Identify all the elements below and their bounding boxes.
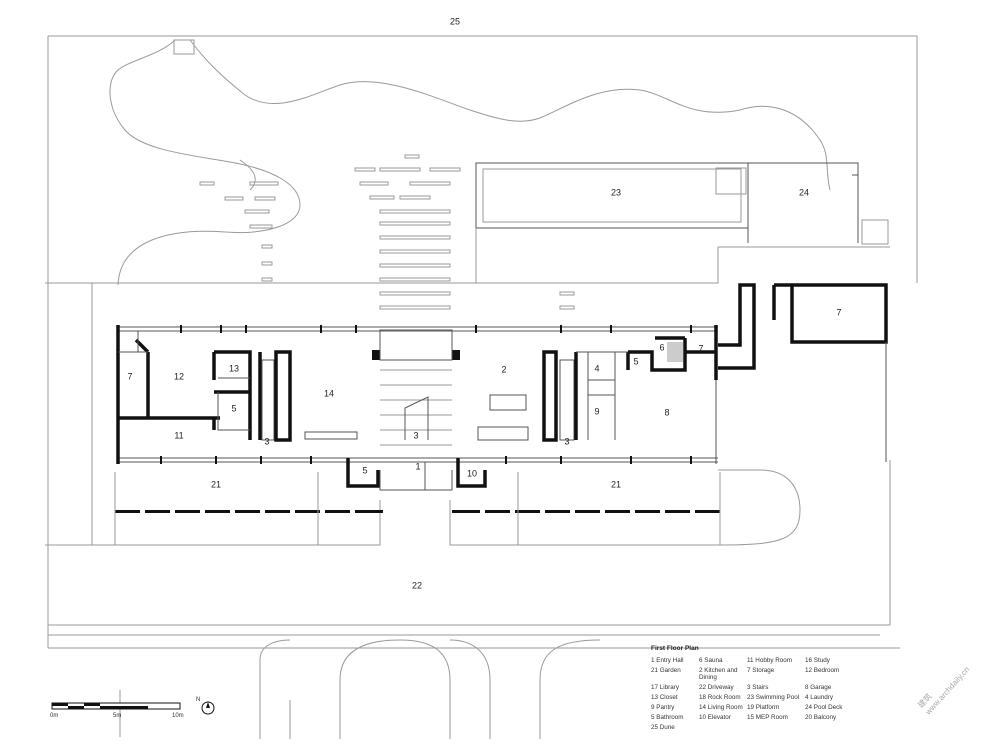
legend-item: 7 Storage — [747, 667, 775, 674]
legend-item: 18 Rock Room — [699, 694, 741, 701]
legend-item: 12 Bedroom — [805, 667, 840, 674]
label-living-room: 14 — [324, 388, 334, 398]
legend-item: 4 Laundry — [805, 694, 834, 701]
driveway — [47, 460, 900, 649]
legend-item: 17 Library — [651, 684, 680, 691]
pool-deck — [747, 162, 859, 243]
legend-item: 11 Hobby Room — [747, 657, 793, 664]
legend-item: 20 Balcony — [805, 714, 837, 721]
label-kitchen-dining: 2 — [501, 364, 506, 374]
room-labels: 25 23 24 7 7 12 13 14 2 4 6 5 7 5 9 8 11… — [127, 16, 841, 590]
label-laundry: 4 — [594, 363, 599, 373]
label-storage-west: 7 — [127, 371, 132, 381]
legend-item: 21 Garden — [651, 667, 681, 674]
legend-item: 2 Kitchen and Dining — [699, 667, 738, 681]
label-stairs-center: 3 — [413, 430, 418, 440]
legend-item: 3 Stairs — [747, 684, 769, 691]
balcony-beams — [115, 509, 720, 514]
scale-bar — [51, 702, 181, 710]
label-stairs-west: 3 — [264, 436, 269, 446]
label-storage-mid: 7 — [698, 343, 703, 353]
label-stairs-east: 3 — [564, 436, 569, 446]
storage-building — [718, 283, 888, 370]
site-boundary — [47, 35, 918, 648]
label-mep: 5 — [362, 465, 367, 475]
label-pool-deck: 24 — [799, 187, 809, 197]
legend-item: 25 Dune — [651, 724, 675, 731]
label-hobby-room: 11 — [174, 430, 183, 440]
label-pantry: 9 — [594, 406, 599, 416]
legend-item: 24 Pool Deck — [805, 704, 843, 711]
legend-item: 6 Sauna — [699, 657, 723, 664]
legend: 1 Entry Hall 6 Sauna 11 Hobby Room 16 St… — [651, 657, 865, 731]
label-bathroom-east: 5 — [633, 356, 638, 366]
label-dune: 25 — [450, 16, 460, 26]
legend-item: 13 Closet — [651, 694, 678, 701]
legend-item: 1 Entry Hall — [651, 657, 684, 664]
north-label: N — [196, 697, 201, 703]
scale-label-5: 5m — [113, 713, 122, 719]
legend-item: 16 Study — [805, 657, 830, 664]
dune-outline — [109, 39, 301, 286]
stepping-stones — [173, 39, 575, 310]
legend-title: First Floor Plan — [651, 645, 699, 652]
label-elevator: 10 — [467, 468, 477, 478]
north-arrow-icon — [201, 701, 215, 715]
legend-item: 9 Pantry — [651, 704, 675, 711]
scale-label-10: 10m — [172, 713, 184, 719]
legend-item: 22 Driveway — [699, 684, 734, 691]
label-storage-east: 7 — [836, 307, 841, 317]
swimming-pool — [475, 162, 749, 229]
label-closet: 13 — [229, 363, 239, 373]
legend-item: 19 Platform — [747, 704, 780, 711]
legend-item: 15 MEP Room — [747, 714, 788, 721]
legend-item: 5 Bathroom — [651, 714, 684, 721]
label-sauna: 6 — [659, 342, 664, 352]
label-garden-west: 21 — [211, 479, 221, 489]
house-walls — [116, 325, 718, 464]
legend-item: 10 Elevator — [699, 714, 731, 721]
legend-item: 23 Swimming Pool — [747, 694, 800, 701]
label-garden-east: 21 — [611, 479, 621, 489]
facade-columns — [160, 325, 692, 464]
legend-item: 14 Living Room — [699, 704, 743, 711]
label-driveway: 22 — [412, 580, 422, 590]
label-bedroom: 12 — [174, 371, 184, 381]
label-entry-hall: 1 — [415, 461, 420, 471]
scale-label-0: 0m — [50, 713, 59, 719]
legend-item: 8 Garage — [805, 684, 832, 691]
label-swimming-pool: 23 — [611, 187, 621, 197]
label-bathroom-west: 5 — [231, 403, 236, 413]
label-garage: 8 — [664, 407, 669, 417]
